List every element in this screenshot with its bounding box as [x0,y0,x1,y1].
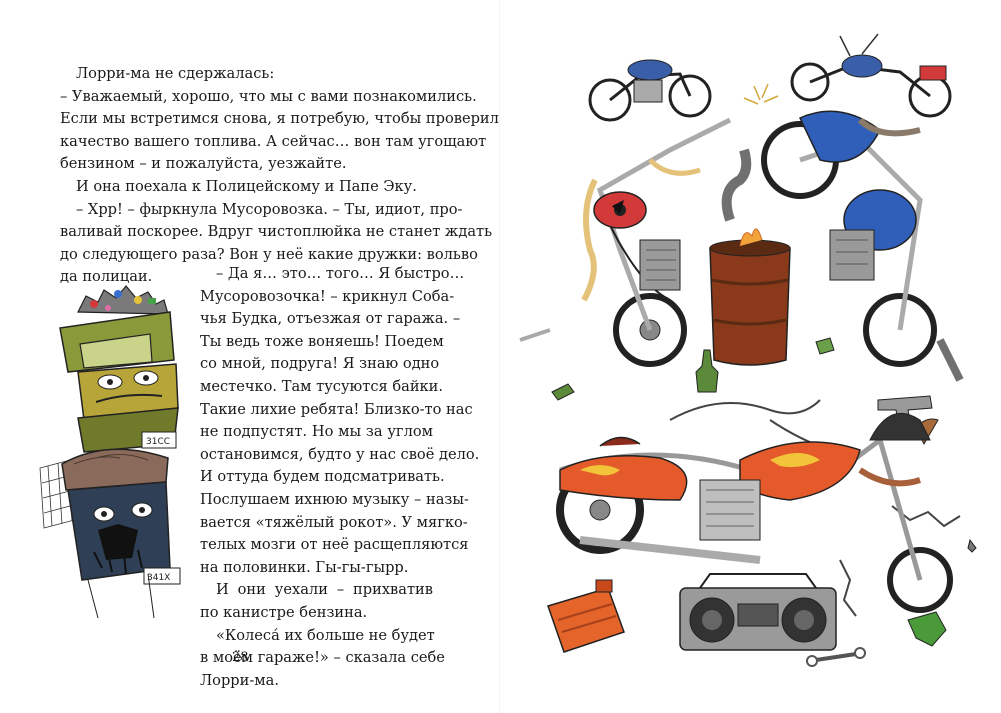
text-line: чья Будка, отъезжая от гаража. – [200,310,461,328]
bottle-icon [551,337,835,401]
text-line: Лорри-ма не сдержалась: [76,65,275,82]
burning-barrel-icon [709,148,791,366]
motorcycle-top-right-icon [790,33,952,118]
broken-bottle-icon [907,611,947,647]
text-line: Если мы встретимся снова, я потребую, чт… [60,110,509,128]
text-line: – Хрр! – фыркнула Мусоровозка. – Ты, иди… [76,200,463,218]
text-line: качество вашего топлива. А сейчас… вон т… [60,132,487,150]
text-line: на половинки. Гы-гы-гырр. [200,558,409,576]
blue-motorcycle-icon [761,110,964,382]
text-line: И они уехали – прихватив [216,581,433,599]
text-line: бензином – и пожалуйста, уезжайте. [60,155,347,173]
text-line: – Уважаемый, хорошо, что мы с вами позна… [60,87,477,105]
text-line: Лорри-ма. [200,671,279,689]
text-line: И оттуда будем подсматривать. [200,468,445,486]
wrench-icon [806,647,866,667]
top-text-block: Лорри-ма не сдержалась: – Уважаемый, хор… [60,63,509,289]
plate-bottom-text: 341X [147,573,170,583]
doghouse-truck-icon: 341X [61,448,181,619]
text-line: И она поехала к Полицейскому и Папе Эку. [76,177,417,195]
text-line: Такие лихие ребята! Близко-то нас [200,400,473,418]
text-line: Мусоровозочка! – крикнул Соба- [200,287,455,305]
orange-chopper-icon [556,412,953,613]
text-line: не подпустят. Но мы за углом [200,423,433,441]
text-line: – Да я… это… того… Я быстро… [216,265,465,282]
text-line: Ты ведь тоже воняешь! Поедем [200,332,444,350]
text-line: Послушаем ихнюю музыку – назы- [200,490,469,508]
left-page: Лорри-ма не сдержалась: – Уважаемый, хор… [0,0,509,713]
column-text-block: – Да я… это… того… Я быстро… Мусоровозоч… [200,263,480,692]
right-page [500,0,1001,713]
text-line: да полицаи. [60,268,153,286]
text-line: «Колеса́ их больше не будет [216,626,435,644]
text-line: телых мозги от неё расщепляются [200,536,469,554]
text-line: вается «тяжёлый рокот». У мягко- [200,513,468,531]
sparkle-icon [743,83,779,105]
text-line: со мной, подруга! Я знаю одно [200,355,440,373]
motorcycles-illustration [519,33,977,667]
text-line: остановимся, будто у нас своё дело. [200,445,480,463]
bolt-icon [967,538,977,553]
plate-top-text: 31CC [146,437,170,447]
truck-totem-illustration: 31CC 341X [39,285,181,619]
boombox-icon [679,573,837,651]
text-line: до следующего раза? Вон у неё какие друж… [60,245,478,263]
text-line: в моём гараже!» – сказала себе [200,649,445,667]
red-motorcycle-icon [519,117,732,367]
text-line: валивай поскорее. Вдруг чистоплюйка не с… [60,223,493,241]
text-line: местечко. Там тусуются байки. [200,377,444,395]
text-line: по канистре бензина. [200,603,368,621]
garbage-truck-icon: 31CC [59,311,179,453]
page-number: 28 [232,650,249,665]
garbage-heap-icon [77,285,169,315]
jerrycan-icon [547,579,625,653]
motorcycle-small-icon [588,59,712,122]
